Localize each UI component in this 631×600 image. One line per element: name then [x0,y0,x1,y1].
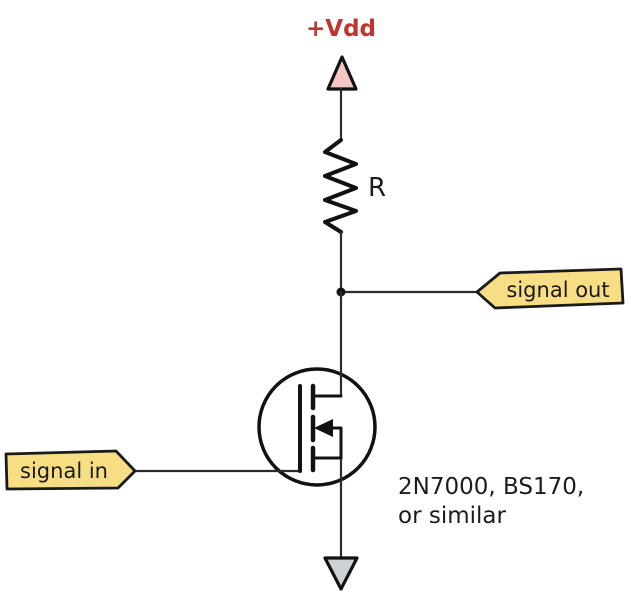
vdd-power-triangle-icon [326,55,358,91]
transistor-note-line1: 2N7000, BS170, [398,474,584,500]
mosfet-body-circle [257,367,377,487]
signal-out-flag-shape [475,267,625,310]
mosfet-symbol [298,383,343,473]
signal-in-flag: signal in [4,449,137,491]
transistor-note-line2: or similar [398,503,506,529]
ground-triangle-icon [323,556,359,591]
resistor-symbol [323,138,358,234]
transistor-note: 2N7000, BS170, or similar [398,474,584,529]
signal-out-label: signal out [506,278,609,302]
signal-in-flag-shape [4,449,137,491]
signal-out-flag: signal out [475,267,625,310]
vdd-label: +Vdd [306,16,376,42]
mosfet-arrow-icon [314,419,333,437]
signal-in-label: signal in [20,459,108,483]
resistor-label: R [368,173,386,203]
